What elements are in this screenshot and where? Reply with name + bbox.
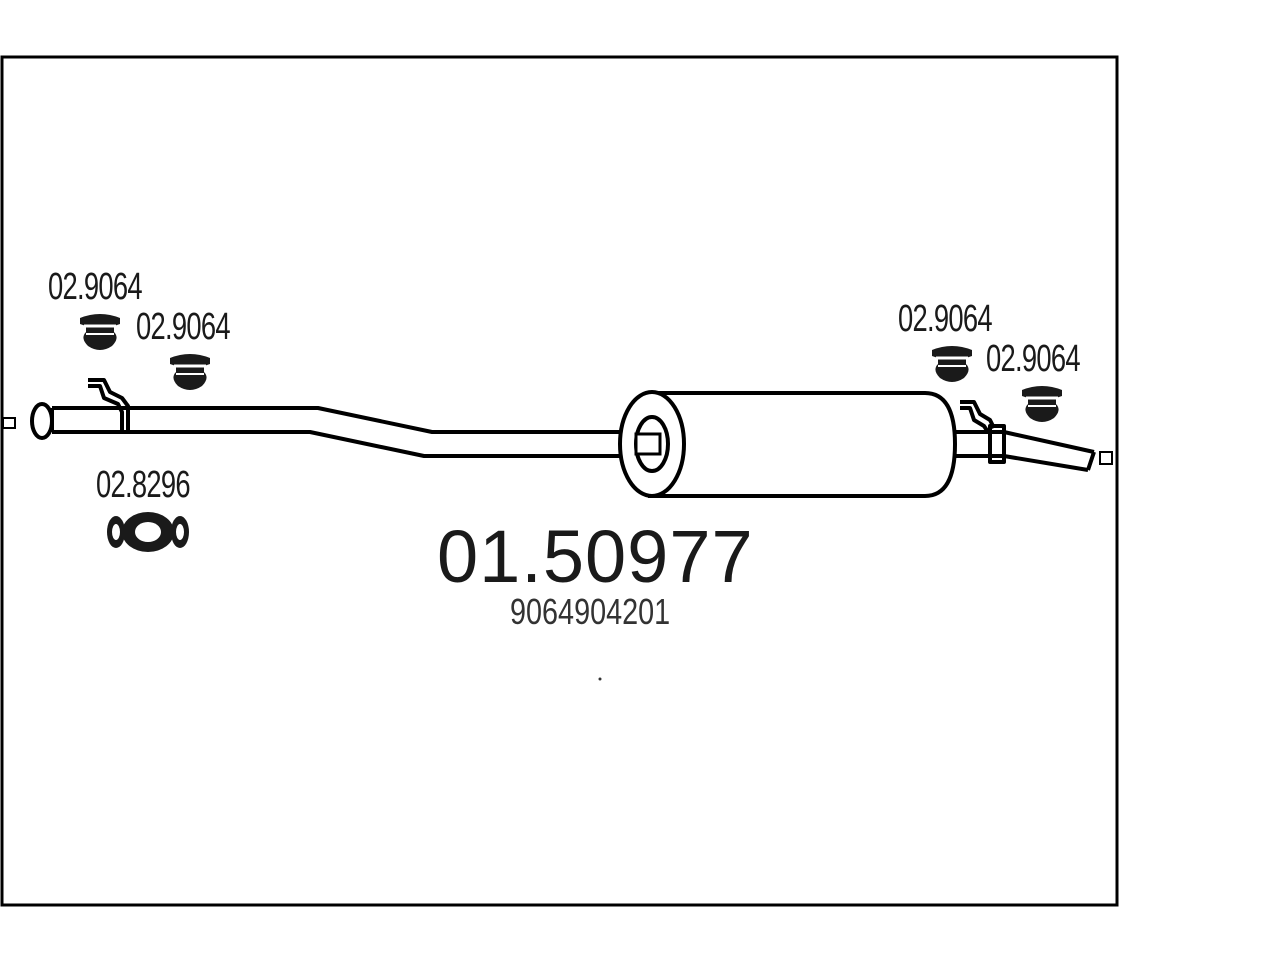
left-end-marker [2,417,16,429]
rubber-hanger-icon [1022,386,1062,422]
rubber-hanger-icon [80,314,120,350]
clamp-icon [107,512,189,552]
part-label-clamp: 02.8296 [96,464,191,506]
diagram-frame [0,55,1119,907]
part-label-hanger: 02.9064 [48,266,143,308]
exhaust-pipe [50,406,660,458]
muffler [618,390,958,498]
left-pipe-bracket [88,378,130,434]
rubber-hanger-icon [170,354,210,390]
inlet-flange [30,402,54,440]
right-end-marker [1099,451,1113,465]
part-label-hanger: 02.9064 [898,298,993,340]
tail-pipe [955,400,1096,472]
stray-dot [598,677,602,681]
part-label-hanger: 02.9064 [136,306,231,348]
part-label-hanger: 02.9064 [986,338,1081,380]
oem-number: 9064904201 [510,591,671,632]
main-part-number: 01.50977 [437,515,754,598]
rubber-hanger-icon [932,346,972,382]
